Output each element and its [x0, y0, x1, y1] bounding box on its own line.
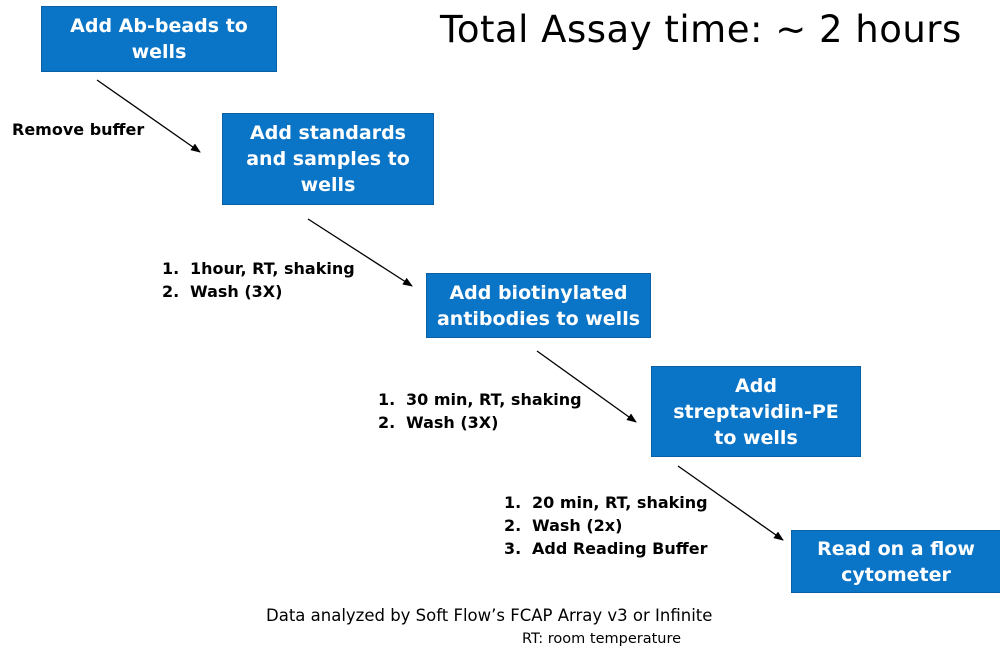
- note-list: 1. 1hour, RT, shaking 2. Wash (3X): [162, 257, 355, 303]
- step-note-incubation-1: 1. 1hour, RT, shaking 2. Wash (3X): [162, 257, 355, 303]
- note-item: 1. 30 min, RT, shaking: [378, 388, 582, 411]
- note-item-text: Wash (3X): [190, 282, 283, 301]
- note-item-text: 20 min, RT, shaking: [532, 493, 708, 512]
- assay-time-title: Total Assay time: ~ 2 hours: [440, 8, 962, 51]
- step-box-line: Add Ab-beads to: [70, 15, 248, 37]
- step-box-line: wells: [300, 174, 356, 196]
- step-box-line: to wells: [714, 426, 798, 449]
- note-item-text: 1hour, RT, shaking: [190, 259, 355, 278]
- note-item-number: 2.: [162, 282, 180, 301]
- note-item-number: 2.: [378, 413, 396, 432]
- note-item: 2. Wash (2x): [504, 514, 708, 537]
- arrow-step2-to-step3: [307, 218, 413, 287]
- note-item-text: Remove buffer: [12, 120, 145, 139]
- note-item-text: Wash (3X): [406, 413, 499, 432]
- step-box-line: Add biotinylated: [449, 281, 628, 304]
- note-item: 3. Add Reading Buffer: [504, 537, 708, 560]
- note-item: 2. Wash (3X): [378, 411, 582, 434]
- step-box-line: Read on a flow: [817, 537, 975, 560]
- note-item-number: 1.: [162, 259, 180, 278]
- step-box-line: and samples to: [246, 148, 410, 170]
- note-item-number: 3.: [504, 539, 522, 558]
- arrow-step4-to-step5: [677, 465, 784, 541]
- step-box-line: cytometer: [841, 563, 951, 586]
- step-box-read-flow-cytometer: Read on a flow cytometer: [791, 530, 1000, 593]
- note-item-text: Add Reading Buffer: [532, 539, 708, 558]
- step-box-line: wells: [131, 41, 187, 63]
- step-note-incubation-2: 1. 30 min, RT, shaking 2. Wash (3X): [378, 388, 582, 434]
- arrow-step1-to-step2: [96, 79, 201, 153]
- step-note-remove-buffer: Remove buffer: [12, 118, 144, 141]
- arrow-step3-to-step4: [536, 350, 637, 423]
- footer-analysis-note: Data analyzed by Soft Flow’s FCAP Array …: [266, 606, 713, 625]
- note-item: 2. Wash (3X): [162, 280, 355, 303]
- footer-rt-definition: RT: room temperature: [522, 631, 682, 647]
- note-item-number: 1.: [378, 390, 396, 409]
- step-box-add-standards-samples: Add standards and samples to wells: [222, 113, 434, 205]
- note-item-number: 2.: [504, 516, 522, 535]
- step-box-line: Add standards: [250, 122, 406, 144]
- step-box-add-biotinylated-antibodies: Add biotinylated antibodies to wells: [426, 273, 651, 338]
- step-box-add-streptavidin-pe: Add streptavidin-PE to wells: [651, 366, 861, 457]
- step-note-incubation-3: 1. 20 min, RT, shaking 2. Wash (2x) 3. Add …: [504, 491, 708, 560]
- step-box-line: antibodies to wells: [436, 307, 641, 330]
- step-box-line: streptavidin-PE: [673, 400, 839, 423]
- note-item: 1. 20 min, RT, shaking: [504, 491, 708, 514]
- step-box-add-ab-beads: Add Ab-beads to wells: [41, 6, 277, 72]
- note-item-text: Wash (2x): [532, 516, 623, 535]
- note-list: 1. 20 min, RT, shaking 2. Wash (2x) 3. Add …: [504, 491, 708, 560]
- step-box-line: Add: [735, 374, 777, 397]
- note-item-number: 1.: [504, 493, 522, 512]
- note-item-text: 30 min, RT, shaking: [406, 390, 582, 409]
- note-list: 1. 30 min, RT, shaking 2. Wash (3X): [378, 388, 582, 434]
- note-item: 1. 1hour, RT, shaking: [162, 257, 355, 280]
